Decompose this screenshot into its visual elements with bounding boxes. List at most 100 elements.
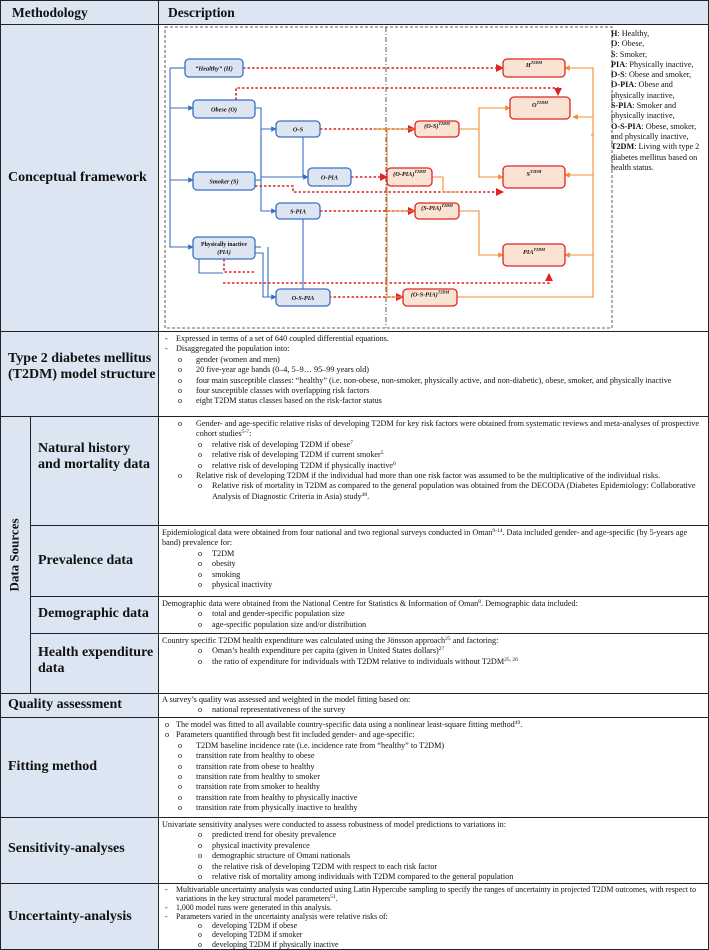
node-opia-t2dm-label: (O-PIA)T2DM <box>393 169 426 178</box>
fitting-line-text: transition rate from obese to healthy <box>196 761 315 771</box>
bullet-marker: o <box>198 930 202 940</box>
or-os-to-s <box>478 129 504 180</box>
bullet-marker: o <box>198 569 203 579</box>
bullet-marker: o <box>198 559 203 569</box>
node-healthy <box>184 58 244 78</box>
uncertainty-line-text: developing T2DM if obese <box>212 921 298 931</box>
node-smoker <box>192 171 256 191</box>
node-spia-label: S-PIA <box>290 209 306 216</box>
sources-label: Data Sources <box>7 517 22 592</box>
prevalence-line-text: Epidemiological data were obtained from … <box>162 528 688 548</box>
natural-line-text: Relative risk of mortality in T2DM as co… <box>212 481 696 501</box>
header-methodology-label: Methodology <box>12 5 88 20</box>
demographic-label: Demographic data <box>38 606 149 621</box>
bullet-marker: o <box>178 740 183 750</box>
fitting-line-text: transition rate from healthy to obese <box>196 751 315 761</box>
header-description: Description <box>158 0 709 24</box>
quality-label: Quality assessment <box>8 697 122 712</box>
or-right-to-h <box>564 65 594 257</box>
health-line: Country specific T2DM health expenditure… <box>162 636 706 646</box>
prevalence-line-text: physical inactivity <box>212 580 273 590</box>
prevalence-line: o smoking <box>162 570 706 580</box>
node-spia-t2dm-label: (S-PIA)T2DM <box>421 203 453 212</box>
uncertainty-line: -1,000 model runs were generated in this… <box>162 903 706 912</box>
legend-entry: O-S-PIA: Obese, smoker, and physically i… <box>611 121 697 141</box>
sensitivity-line: Univariate sensitivity analyses were con… <box>162 820 706 830</box>
node-s-t2dm <box>502 165 566 189</box>
pia-to-t2dm-bottom <box>223 273 553 284</box>
bullet-marker: o <box>198 656 203 666</box>
or-ospia <box>441 257 594 298</box>
health-description: Country specific T2DM health expenditure… <box>162 636 706 667</box>
bullet-marker: o <box>178 375 183 385</box>
health-label: Health expenditure data <box>38 645 154 676</box>
structure-line-text: four main susceptible classes: “healthy”… <box>196 375 672 385</box>
bullet-marker: o <box>198 939 202 949</box>
natural-line-text: Relative risk of developing T2DM if the … <box>196 471 661 481</box>
diagram-legend: H: Healthy,O: Obese,S: Smoker,PIA: Physi… <box>611 29 707 173</box>
bullet-marker: - <box>165 344 168 354</box>
legend-entry: O-S: Obese and smoker, <box>611 70 692 80</box>
sensitivity-line-text: relative risk of mortality among individ… <box>212 872 514 882</box>
prevalence-line-text: T2DM <box>212 548 235 558</box>
structure-line-text: gender (women and men) <box>196 354 280 364</box>
or-d <box>386 177 403 298</box>
demographic-label-cell: Demographic data <box>30 596 158 633</box>
bullet-marker: o <box>178 782 183 792</box>
node-o-t2dm-label: OT2DM <box>532 100 548 109</box>
demographic-description: Demographic data were obtained from the … <box>162 599 706 630</box>
fitting-line-text: transition rate from healthy to physical… <box>196 792 358 802</box>
structure-description: -Expressed in terms of a set of 640 coup… <box>162 334 706 407</box>
node-opia-t2dm <box>386 167 433 187</box>
node-obese <box>192 99 256 119</box>
uncertainty-line: -Multivariable uncertainty analysis was … <box>162 885 706 903</box>
quality-line-text: national representativeness of the surve… <box>212 705 346 715</box>
uncertainty-line-text: developing T2DM if smoker <box>212 930 303 940</box>
legend-entry: PIA: Physically inactive, <box>611 59 694 69</box>
structure-label: Type 2 diabetes mellitus (T2DM) model st… <box>8 351 156 382</box>
sensitivity-line-text: physical inactivity prevalence <box>212 840 310 850</box>
health-label-cell: Health expenditure data <box>30 633 158 693</box>
smoker-to-t2dm <box>255 185 504 196</box>
bullet-marker: o <box>178 419 183 428</box>
prevalence-label: Prevalence data <box>38 553 133 568</box>
uncertainty-label-cell: Uncertainty-analysis <box>0 883 158 950</box>
bullet-marker: o <box>198 548 203 558</box>
bullet-marker: o <box>178 803 183 813</box>
node-os <box>275 120 321 138</box>
natural-label-cell: Natural history and mortality data <box>30 416 158 525</box>
pia-red-a <box>223 259 255 273</box>
demographic-desc-cell: Demographic data were obtained from the … <box>158 596 709 633</box>
structure-line-text: 20 five-year age bands (0–4, 5–9… 95–99 … <box>196 365 370 375</box>
bullet-marker: o <box>198 450 203 460</box>
fitting-line-text: transition rate from healthy to smoker <box>196 772 320 782</box>
uncertainty-line-text: 1,000 model runs were generated in this … <box>176 903 332 913</box>
bullet-marker: o <box>198 609 203 619</box>
prevalence-desc-cell: Epidemiological data were obtained from … <box>158 525 709 596</box>
node-healthy-label: “Healthy” (H) <box>195 66 233 73</box>
bullet-marker: o <box>178 792 183 802</box>
sensitivity-line-text: demographic structure of Omani nationals <box>212 851 351 861</box>
node-ospia-t2dm-label: (O-S-PIA)T2DM <box>411 290 450 299</box>
legend-entry: O-PIA: Obese and physically inactive, <box>611 80 675 100</box>
bullet-marker: o <box>178 761 183 771</box>
bullet-marker: o <box>198 851 203 861</box>
prevalence-line-text: smoking <box>212 569 241 579</box>
prevalence-description: Epidemiological data were obtained from … <box>162 528 706 590</box>
bullet-marker: - <box>165 912 168 922</box>
prevalence-label-cell: Prevalence data <box>30 525 158 596</box>
natural-label: Natural history and mortality data <box>38 441 150 472</box>
